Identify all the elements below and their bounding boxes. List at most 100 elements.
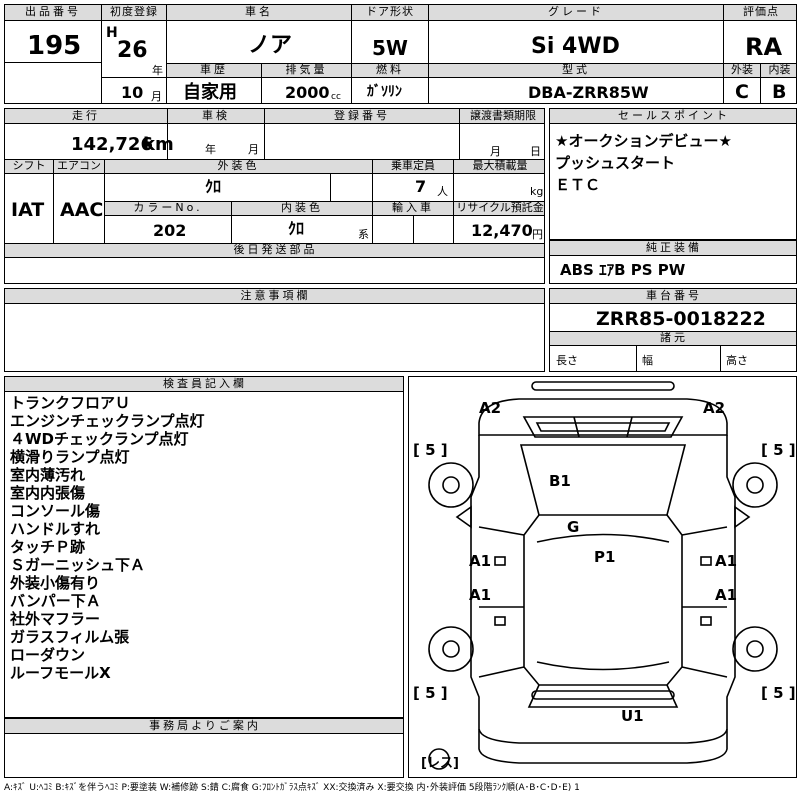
notes-label: 注意事項欄 [5, 289, 544, 304]
recycle-unit: 円 [532, 228, 543, 241]
lot-label: 出品番号 [5, 5, 101, 21]
inspector-line: トランクフロアＵ [10, 394, 131, 412]
spec-label: 諸元 [550, 332, 796, 346]
inspector-line: ４WDチェックランプ点灯 [10, 430, 189, 448]
office-label: 事務局よりご案内 [5, 719, 403, 734]
door-value: 5W [372, 36, 408, 60]
max-load-unit: kg [530, 185, 544, 198]
mileage-unit: km [143, 134, 174, 155]
transfer-day-unit: 日 [530, 145, 541, 158]
inspector-line: Ｓガーニッシュ下Ａ [10, 556, 146, 574]
height-label: 高さ [726, 354, 748, 367]
era-letter: H [106, 25, 118, 41]
inspection-month-unit: 月 [248, 143, 259, 156]
later-parts-label: 後日発送部品 [5, 244, 544, 258]
damage-mark-a1-left-rear: A1 [469, 586, 492, 604]
chassis-label: 車台番号 [550, 289, 796, 304]
displacement-unit: cc [331, 92, 341, 102]
equipment-value: ABS ｴｱB PS PW [560, 261, 686, 279]
import-label: 輸入車 [373, 202, 453, 216]
first-reg-month: 10 [121, 83, 144, 102]
sales-points-label: セールスポイント [550, 109, 796, 124]
inspector-panel: 検査員記入欄 トランクフロアＵ エンジンチェックランプ点灯 ４WDチェックランプ… [4, 376, 404, 718]
first-reg-label: 初度登録 [102, 5, 166, 21]
inspector-label: 検査員記入欄 [5, 377, 403, 392]
inspector-line: ガラスフィルム張 [10, 628, 130, 646]
auction-header: 出品番号 195 初度登録 H 26 年 10 月 車名 ノア 車歴 排気量 自… [4, 4, 797, 104]
equipment-panel: 純正装備 ABS ｴｱB PS PW [549, 240, 797, 284]
capacity-value: 7 [415, 177, 427, 196]
inspector-line: ローダウン [10, 646, 86, 664]
inspection-label: 車検 [168, 109, 264, 124]
inspector-line: ハンドルすれ [10, 520, 101, 538]
reg-number-label: 登録番号 [265, 109, 459, 124]
displacement-label: 排気量 [262, 64, 351, 78]
score-label: 評価点 [724, 5, 796, 21]
model-label: 型式 [429, 64, 723, 78]
inspector-line: 社外マフラー [10, 610, 101, 628]
office-panel: 事務局よりご案内 [4, 718, 404, 778]
inspector-line: 横滑りランプ点灯 [10, 448, 130, 466]
damage-mark-u1: U1 [621, 707, 644, 725]
lot-number: 195 [27, 31, 82, 61]
inspector-line: コンソール傷 [10, 502, 101, 520]
transfer-label: 譲渡書類期限 [460, 109, 544, 124]
inspector-line: バンパー下Ａ [10, 592, 101, 610]
equipment-label: 純正装備 [550, 241, 796, 256]
score-value: RA [745, 33, 783, 61]
ext-color-value: ｸﾛ [205, 177, 222, 196]
door-label: ドア形状 [352, 5, 428, 21]
car-name-label: 車名 [167, 5, 351, 21]
damage-mark-g: G [567, 518, 580, 536]
interior-label: 内装 [761, 64, 796, 78]
mileage-value: 142,726 [71, 134, 153, 155]
history-label: 車歴 [167, 64, 261, 78]
damage-mark-a1-right-rear: A1 [715, 586, 738, 604]
legend: A:ｷｽﾞ U:ﾍｺﾐ B:ｷｽﾞを伴うﾍｺﾐ P:要塗装 W:補修跡 S:錆 … [4, 783, 580, 793]
inspector-line: タッチＰ跡 [10, 538, 86, 556]
color-no-label: カラーNo. [105, 202, 231, 216]
displacement-value: 2000 [285, 83, 330, 102]
damage-mark-b1: B1 [549, 472, 571, 490]
mileage-label: 走行 [5, 109, 167, 124]
capacity-unit: 人 [437, 185, 448, 198]
sales-points-panel: セールスポイント ★オークションデビュー★ プッシュスタート ＥＴＣ [549, 108, 797, 240]
inspector-line: 外装小傷有り [10, 574, 101, 592]
color-no-value: 202 [153, 221, 187, 240]
transfer-month-unit: 月 [490, 145, 501, 158]
length-label: 長さ [556, 354, 578, 367]
recycle-value: 12,470 [471, 221, 533, 240]
shift-label: シフト [5, 160, 53, 174]
history-value: 自家用 [183, 82, 237, 103]
tire-front-right: [ 5 ] [761, 441, 796, 459]
damage-mark-a1-right-front: A1 [715, 552, 738, 570]
damage-mark-a2-left: A2 [479, 399, 502, 417]
grade-value: Si 4WD [531, 34, 620, 59]
year-unit: 年 [152, 64, 163, 77]
exterior-label: 外装 [724, 64, 760, 78]
car-name: ノア [248, 33, 293, 58]
aircon-label: エアコン [54, 160, 104, 174]
int-color-value: ｸﾛ [288, 219, 305, 238]
inspector-line: エンジンチェックランプ点灯 [10, 412, 205, 430]
inspection-year-unit: 年 [205, 143, 216, 156]
int-color-unit: 系 [358, 228, 369, 241]
shift-value: IAT [11, 199, 45, 221]
inspector-line: 室内薄汚れ [10, 466, 86, 484]
damage-mark-p1: P1 [594, 548, 616, 566]
exterior-value: C [735, 81, 749, 103]
capacity-label: 乗車定員 [373, 160, 453, 174]
damage-mark-a2-right: A2 [703, 399, 726, 417]
ext-color-label: 外装色 [105, 160, 372, 174]
tire-front-left: [ 5 ] [413, 441, 448, 459]
first-reg-year: 26 [117, 38, 148, 63]
sales-point-line: プッシュスタート [555, 154, 676, 172]
interior-value: B [772, 81, 787, 103]
month-unit: 月 [151, 90, 162, 103]
fuel-value: ｶﾞｿﾘﾝ [367, 84, 402, 100]
chassis-value: ZRR85-0018222 [596, 308, 766, 330]
recycle-label: リサイクル預託金 [454, 202, 544, 216]
notes-panel: 注意事項欄 [4, 288, 545, 372]
inspector-line: 室内内張傷 [10, 484, 86, 502]
car-diagram-panel: A2 A2 [ 5 ] [ 5 ] B1 G P1 A1 A1 A1 A1 [ … [408, 376, 797, 778]
